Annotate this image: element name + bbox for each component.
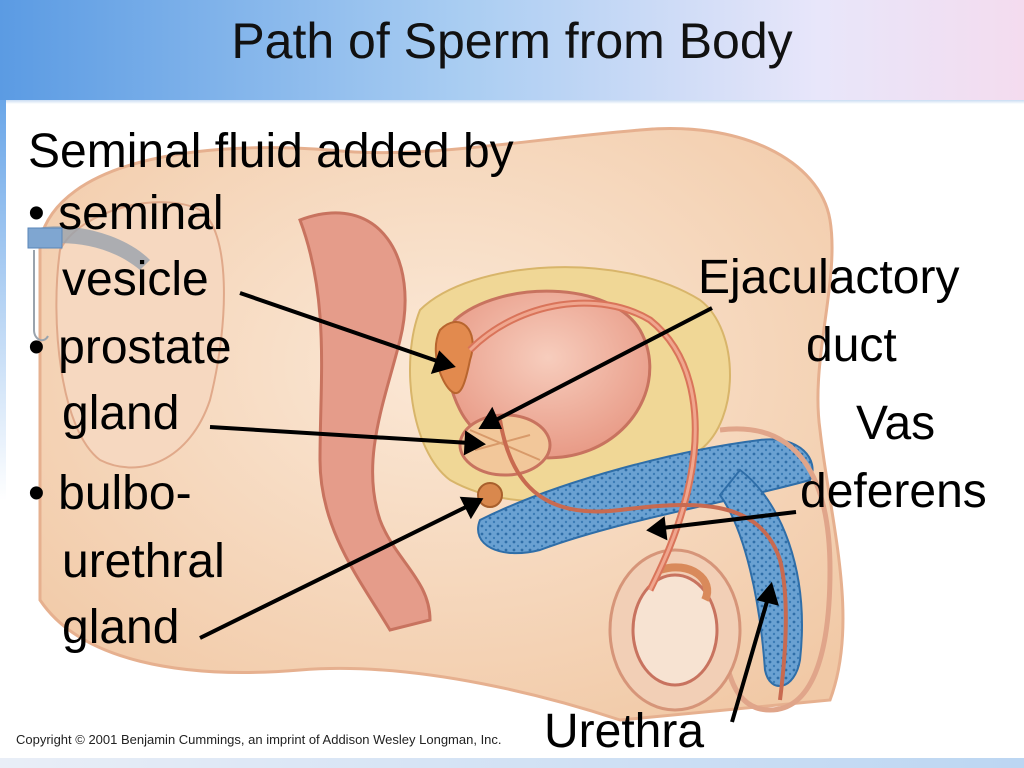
blue-tab-marker — [27, 227, 63, 249]
copyright-notice: Copyright © 2001 Benjamin Cummings, an i… — [16, 732, 502, 747]
bullet-seminal: • seminal — [28, 187, 224, 240]
anatomy-illustration — [27, 127, 845, 723]
bulbourethral-gland-shape — [477, 482, 503, 508]
label-deferens: deferens — [800, 465, 987, 518]
bullet-prostate: • prostate — [28, 321, 232, 374]
left-accent-strip — [0, 100, 6, 768]
label-arrows — [199, 291, 797, 723]
rectum-shape — [298, 211, 432, 632]
sacrum-shape — [55, 201, 225, 469]
heading-seminal-fluid: Seminal fluid added by — [28, 125, 514, 178]
bottom-accent-strip — [0, 758, 1024, 768]
label-ejaculatory: Ejaculactory — [698, 251, 960, 304]
penis-outline — [719, 426, 833, 713]
erectile-tissue — [477, 438, 814, 555]
title-bar-divider — [0, 100, 1024, 104]
epididymis-shape — [658, 563, 712, 602]
label-vas: Vas — [856, 397, 936, 450]
label-duct: duct — [806, 319, 897, 372]
testis-shape — [631, 573, 719, 687]
urethra-tube — [498, 419, 788, 701]
bullet-bulbo: • bulbo- — [28, 467, 192, 520]
bullet-gland-1: gland — [62, 387, 180, 440]
bullet-urethral: urethral — [62, 535, 225, 588]
slide-title: Path of Sperm from Body — [231, 13, 793, 69]
bullet-vesicle: vesicle — [62, 253, 209, 306]
bullet-gland-2: gland — [62, 601, 180, 654]
label-urethra: Urethra — [544, 705, 705, 758]
title-bar — [0, 0, 1024, 100]
